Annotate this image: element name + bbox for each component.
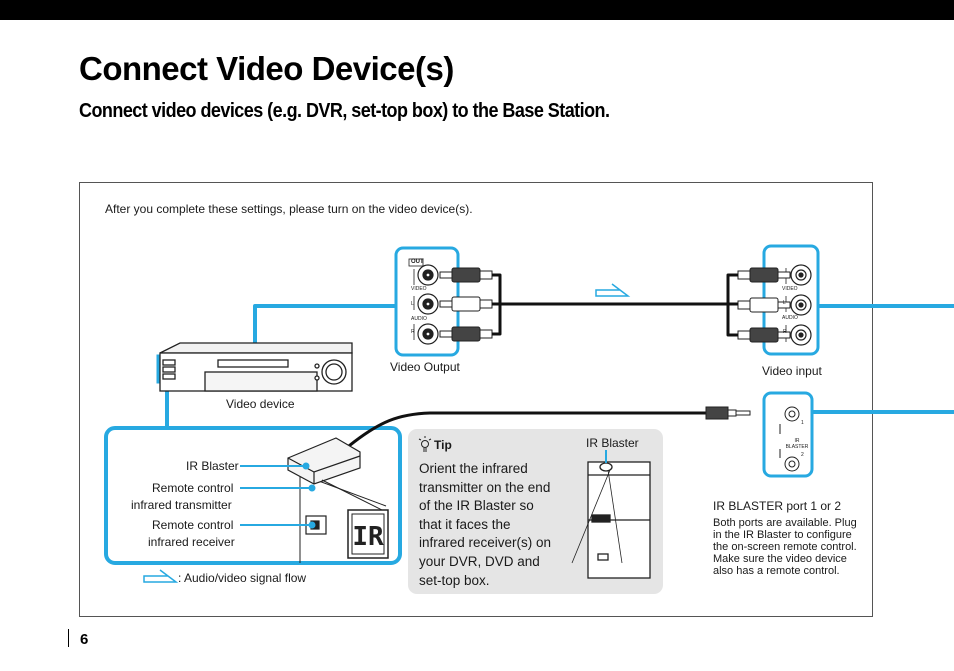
callout-transmitter-line2: infrared transmitter	[131, 498, 232, 512]
callout-transmitter-line1: Remote control	[152, 481, 234, 495]
panel-video-label-in: VIDEO	[782, 286, 798, 292]
tip-device-illustration	[571, 461, 651, 579]
tip-ir-blaster-label: IR Blaster	[586, 436, 639, 450]
page-title: Connect Video Device(s)	[79, 50, 454, 87]
ir-blaster-illustration	[287, 437, 387, 563]
callout-receiver-line1: Remote control	[152, 518, 234, 532]
ir-port-jacks	[779, 406, 800, 472]
panel-video-label-out: VIDEO	[411, 286, 427, 292]
lightbulb-icon	[418, 436, 432, 452]
tip-heading: Tip	[418, 438, 452, 452]
ir-detail-box	[104, 426, 402, 565]
page-number-rule	[68, 629, 69, 647]
ir-blaster-port-panel	[762, 391, 814, 478]
ir-port-2-label: 2	[801, 452, 804, 458]
input-jacks	[790, 264, 812, 346]
ir-logo	[347, 509, 389, 559]
video-out-blue-cable	[253, 304, 396, 357]
rca-plugs-output	[439, 267, 493, 342]
legend-arrow-icon	[143, 569, 179, 583]
page-number: 6	[80, 631, 89, 648]
page-subtitle: Connect video devices (e.g. DVR, set-top…	[79, 100, 610, 122]
ir-port-description: Both ports are available. Plug in the IR…	[713, 517, 857, 577]
ir-port-title: IR BLASTER port 1 or 2	[713, 499, 842, 513]
callout-receiver-line2: infrared receiver	[148, 535, 235, 549]
top-bar	[0, 0, 954, 20]
ir-logo-text: IR	[352, 522, 384, 552]
ir-port-label: IR BLASTER	[785, 438, 809, 450]
panel-audio-label-out: AUDIO	[411, 316, 427, 322]
video-input-label: Video input	[762, 364, 822, 378]
panel-r-label-out: R	[411, 329, 415, 335]
ir-blaster-cable	[343, 411, 706, 452]
panel-l-label-in: L	[783, 300, 786, 306]
instruction-text: After you complete these settings, pleas…	[105, 202, 473, 216]
video-device-label: Video device	[226, 397, 295, 411]
tip-heading-text: Tip	[434, 438, 452, 452]
tip-body-text: Orient the infrared transmitter on the e…	[419, 461, 552, 588]
panel-out-label: OUT	[411, 259, 424, 265]
ir-mini-plug	[705, 406, 751, 420]
callout-lines	[240, 462, 316, 529]
panel-r-label-in: R	[783, 329, 787, 335]
video-device-illustration	[159, 342, 353, 392]
av-cable	[492, 273, 738, 337]
diagram-frame	[79, 182, 873, 617]
signal-flow-arrow	[595, 283, 631, 297]
output-jacks	[417, 264, 439, 345]
ir-port-1-label: 1	[801, 420, 804, 426]
callout-ir-blaster: IR Blaster	[186, 459, 239, 473]
legend-text: : Audio/video signal flow	[178, 571, 307, 585]
panel-audio-label-in: AUDIO	[782, 315, 798, 321]
video-output-label: Video Output	[390, 360, 460, 374]
panel-l-label-out: L	[411, 301, 414, 307]
